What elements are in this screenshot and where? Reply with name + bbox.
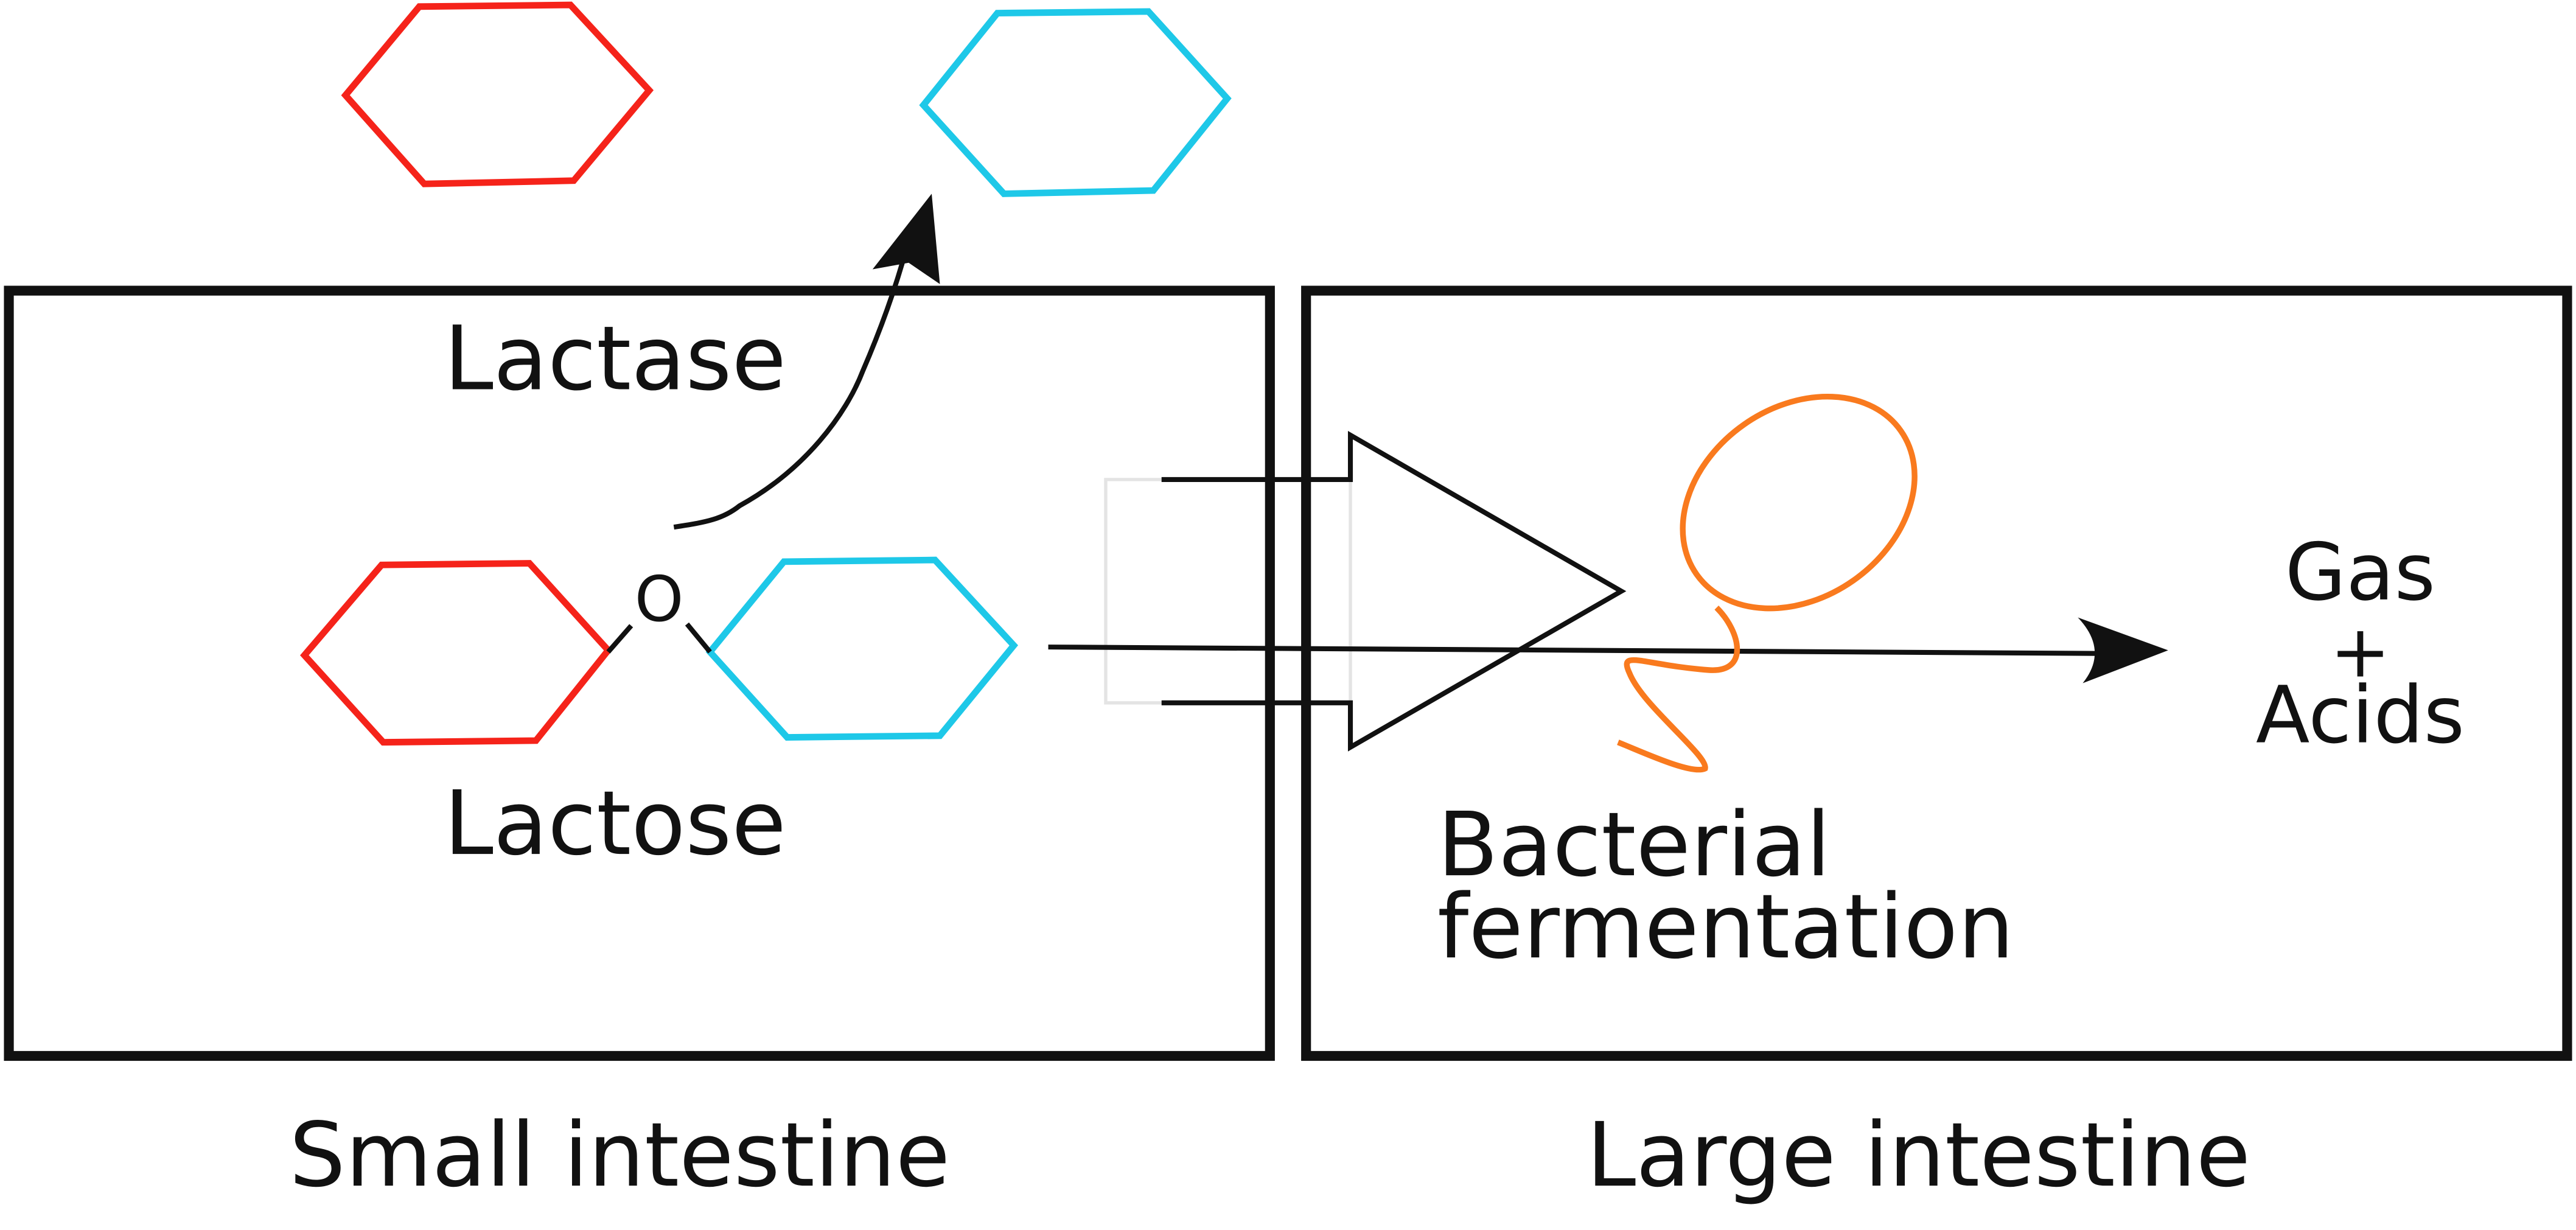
glycosidic-bond-left — [606, 624, 634, 654]
bacterial-label: Bacterial — [1437, 794, 1831, 896]
glycosidic-bond-right — [685, 622, 712, 654]
bacterium-flagellum — [1617, 606, 1740, 773]
fermentation-arrow-line — [1048, 645, 2119, 656]
gas-label: Gas — [2285, 526, 2435, 618]
small-intestine-label: Small intestine — [289, 1104, 950, 1207]
transfer-faint-box — [1104, 478, 1352, 705]
fermentation-label: fermentation — [1437, 876, 2014, 979]
transfer-hollow-arrow — [1161, 431, 1627, 752]
large-intestine-label: Large intestine — [1586, 1104, 2250, 1207]
lactase-label: Lactase — [444, 307, 786, 410]
acids-label: Acids — [2256, 669, 2465, 761]
free-red-hexagon — [341, 1, 654, 187]
bacterium-body — [1680, 393, 1918, 612]
lactose-red-hexagon — [300, 560, 613, 746]
plus-label: + — [2330, 610, 2390, 694]
lactose-label: Lactose — [444, 772, 786, 875]
lactase-arrowhead — [872, 194, 940, 284]
free-cyan-hexagon — [919, 8, 1232, 197]
oxygen-label: O — [635, 564, 684, 636]
large-intestine-box — [1301, 285, 2572, 1061]
lactase-arrow — [673, 245, 910, 530]
lactose-cyan-hexagon — [705, 556, 1019, 741]
fermentation-arrowhead — [2078, 617, 2168, 683]
small-intestine-box — [4, 285, 1275, 1061]
